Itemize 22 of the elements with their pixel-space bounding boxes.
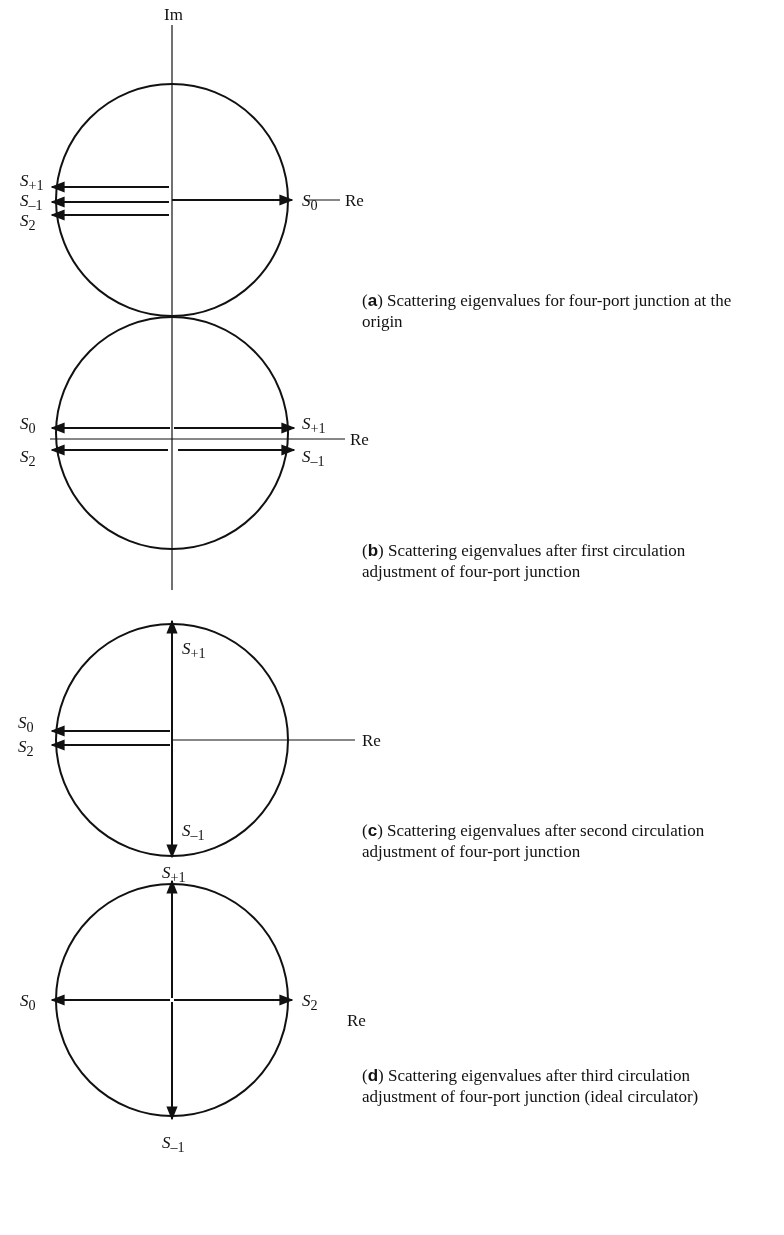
- axis-label: Re: [345, 190, 364, 211]
- eigenvalue-label: S$_{0}$: [18, 712, 34, 738]
- eigenvalue-label: S$_{–1}$: [162, 1132, 185, 1158]
- eigenvalue-label: S$_{–1}$: [302, 446, 325, 472]
- eigenvalue-label: S$_{2}$: [18, 736, 34, 762]
- figure-caption: (c) Scattering eigenvalues after second circulation adjustment of four-port junction: [362, 820, 706, 862]
- eigenvalue-label: S$_{0}$: [20, 990, 36, 1016]
- eigenvalue-label: S$_{+1}$: [182, 638, 206, 664]
- eigenvalue-label: S$_{2}$: [20, 446, 36, 472]
- eigenvalue-label: S$_{2}$: [302, 990, 318, 1016]
- figure-caption: (a) Scattering eigenvalues for four-port junction at the origin: [362, 290, 733, 332]
- figure-caption: (b) Scattering eigenvalues after first circulation adjustment of four-port junction: [362, 540, 687, 582]
- axis-label: Im: [164, 4, 183, 25]
- axis-label: Re: [350, 429, 369, 450]
- axis-label: Re: [362, 730, 381, 751]
- eigenvalue-label: S$_{–1}$: [182, 820, 205, 846]
- eigenvalue-label: S$_{+1}$: [162, 862, 186, 888]
- axis-label: Re: [347, 1010, 366, 1031]
- figure-caption: (d) Scattering eigenvalues after third circulation adjustment of four-port junction (ideal circulator): [362, 1065, 700, 1107]
- eigenvalue-label: S$_{0}$: [302, 190, 318, 216]
- eigenvalue-label: S$_{+1}$: [302, 413, 326, 439]
- eigenvalue-label: S$_{0}$: [20, 413, 36, 439]
